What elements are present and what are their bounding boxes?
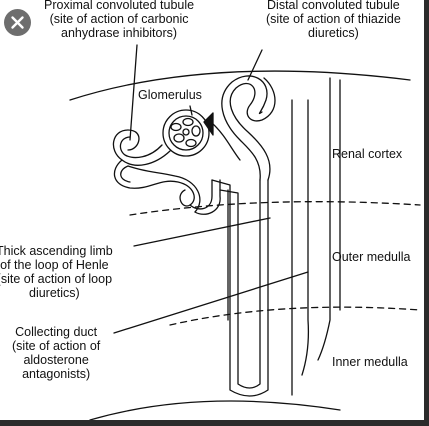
dct-label-line-2: (site of action of thiazide	[266, 12, 401, 26]
papilla-outline	[89, 400, 341, 420]
pct-label-line-3: anhydrase inhibitors)	[61, 26, 178, 40]
nephron-drawing	[69, 44, 421, 420]
renal-cortex-label-text: Renal cortex	[332, 147, 403, 161]
dct-label-line-3: diuretics)	[308, 26, 359, 40]
collecting-duct-label-line-2: (site of action of	[12, 339, 101, 353]
pct-label: Proximal convoluted tubule (site of acti…	[44, 0, 194, 40]
outer-medulla-label: Outer medulla	[332, 250, 411, 264]
glomerulus-inner	[168, 115, 204, 151]
thick-limb-label-line-1: Thick ascending limb	[0, 244, 113, 258]
glomerulus-label-text: Glomerulus	[138, 88, 202, 102]
thick-limb-label: Thick ascending limb of the loop of Henl…	[0, 244, 113, 300]
glomerular-capillaries	[170, 117, 201, 148]
collecting-duct-label-line-1: Collecting duct	[15, 325, 98, 339]
thick-limb-leader	[133, 217, 271, 247]
x-icon	[11, 16, 24, 29]
dct-leader	[247, 49, 263, 81]
thick-limb-label-line-3: (site of action of loop	[0, 272, 113, 286]
collecting-duct-label: Collecting duct (site of action of aldos…	[12, 325, 100, 381]
thick-limb-label-line-4: diuretics)	[29, 286, 80, 300]
close-button[interactable]	[4, 9, 31, 36]
nephron-diagram: Proximal convoluted tubule (site of acti…	[0, 0, 424, 420]
proximal-convoluted-tubule	[112, 129, 221, 215]
pct-leader	[129, 44, 138, 141]
bowmans-capsule	[162, 109, 210, 157]
inner-medulla-label-text: Inner medulla	[332, 355, 408, 369]
thick-limb-label-line-2: of the loop of Henle	[0, 258, 109, 272]
collecting-duct-label-line-3: aldosterone	[23, 353, 89, 367]
dct-label-line-1: Distal convoluted tubule	[267, 0, 400, 12]
glomerulus-label: Glomerulus	[138, 88, 202, 102]
dct-label: Distal convoluted tubule (site of action…	[266, 0, 401, 40]
outer-medulla-label-text: Outer medulla	[332, 250, 411, 264]
renal-cortex-label: Renal cortex	[332, 147, 402, 161]
distal-convoluted-tubule	[212, 75, 276, 181]
collecting-duct-leader	[113, 271, 309, 334]
collecting-duct	[291, 77, 341, 396]
outer-inner-medulla-boundary	[169, 306, 421, 326]
pct-label-line-2: (site of action of carbonic	[49, 12, 189, 26]
glomerulus-leader	[189, 105, 193, 116]
capsule-outline	[69, 70, 411, 101]
pct-label-line-1: Proximal convoluted tubule	[44, 0, 195, 12]
loop-of-henle	[211, 179, 269, 397]
inner-medulla-label: Inner medulla	[332, 355, 408, 369]
cortex-medulla-boundary	[129, 201, 421, 216]
collecting-duct-label-line-4: antagonists)	[22, 367, 91, 381]
